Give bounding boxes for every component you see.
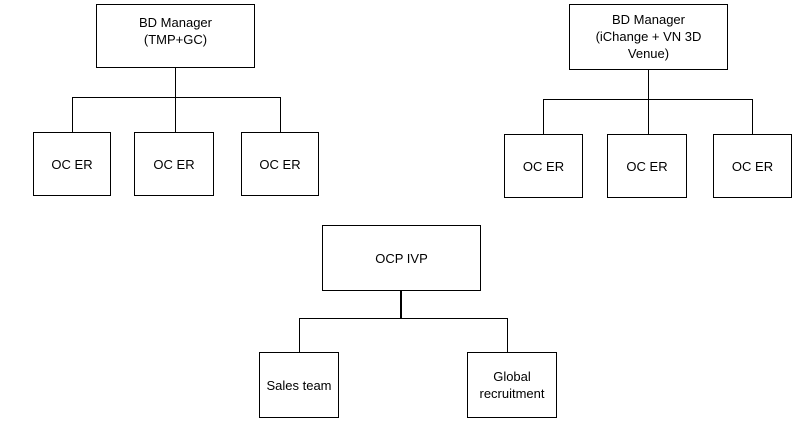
chart-a-child-node-3: OC ER — [241, 132, 319, 196]
chart-b-child-node-2: OC ER — [607, 134, 687, 198]
chart-b-child-3-connector — [752, 99, 753, 134]
chart-b-root-node: BD Manager (iChange + VN 3D Venue) — [569, 4, 728, 70]
chart-b-root-connector — [648, 70, 649, 99]
chart-c-child-2-connector — [507, 318, 508, 352]
chart-c-root-connector — [400, 291, 402, 318]
chart-c-child-1-connector — [299, 318, 300, 352]
chart-a-horizontal-connector — [72, 97, 281, 98]
chart-b-child-node-1: OC ER — [504, 134, 583, 198]
chart-a-child-3-connector — [280, 97, 281, 132]
chart-a-child-2-connector — [175, 97, 176, 132]
chart-c-root-node: OCP IVP — [322, 225, 481, 291]
chart-a-child-node-1: OC ER — [33, 132, 111, 196]
chart-a-root-node: BD Manager (TMP+GC) — [96, 4, 255, 68]
chart-a-root-connector — [175, 68, 176, 97]
chart-c-child-node-2: Global recruitment — [467, 352, 557, 418]
chart-b-child-node-3: OC ER — [713, 134, 792, 198]
chart-c-horizontal-connector — [299, 318, 508, 319]
chart-b-child-1-connector — [543, 99, 544, 134]
chart-a-child-node-2: OC ER — [134, 132, 214, 196]
chart-c-child-node-1: Sales team — [259, 352, 339, 418]
chart-a-child-1-connector — [72, 97, 73, 132]
chart-b-child-2-connector — [648, 99, 649, 134]
